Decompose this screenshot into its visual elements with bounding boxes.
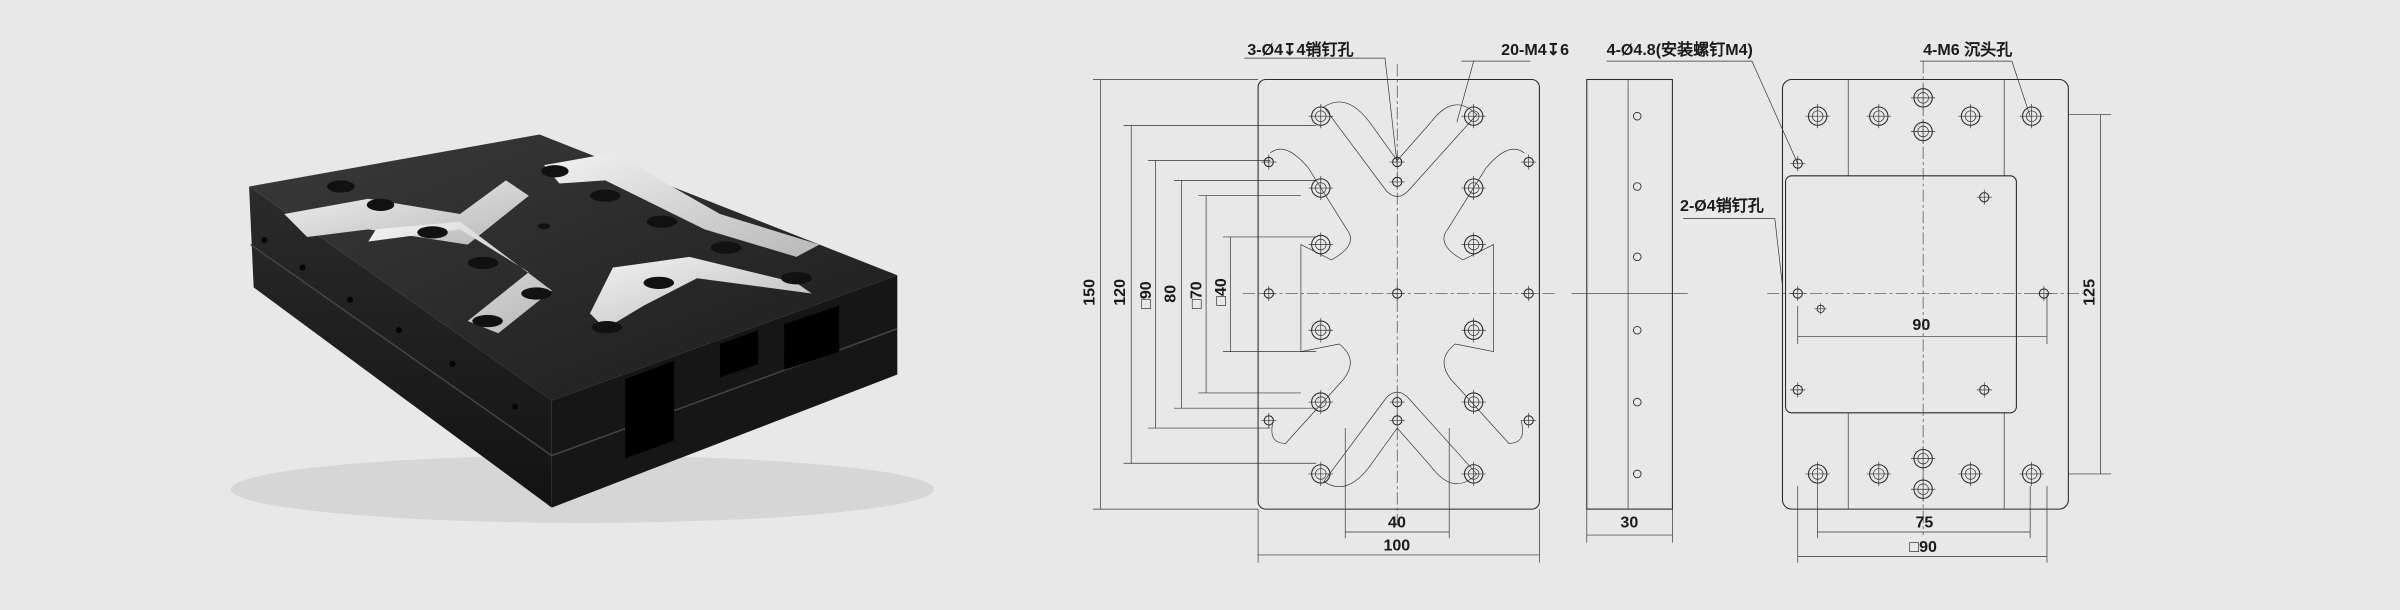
v-shaped-plates xyxy=(284,152,820,334)
front-view-drawing: 3-Ø4↧4销钉孔 20-M4↧6 150 120 □90 80 □70 □40… xyxy=(1081,40,1569,563)
carriage-split-line xyxy=(250,243,898,457)
callout-pin-holes: 3-Ø4↧4销钉孔 xyxy=(1247,40,1353,59)
dim-125: 125 xyxy=(2080,279,2098,306)
dim-sq40: □40 xyxy=(1212,278,1230,306)
pin-holes xyxy=(1261,154,1537,429)
dim-120: 120 xyxy=(1111,279,1129,306)
callout-threaded-holes: 20-M4↧6 xyxy=(1501,41,1569,59)
top-face xyxy=(249,134,898,401)
connector-ports xyxy=(625,305,840,459)
stage-3d-render xyxy=(230,134,934,523)
v-plate-outlines xyxy=(1270,101,1525,487)
bottom-dimension-lines xyxy=(1606,60,2112,563)
dim-90: 90 xyxy=(1912,316,1930,334)
dim-40: 40 xyxy=(1388,513,1406,531)
inner-plate xyxy=(1785,175,2017,414)
dim-80: 80 xyxy=(1162,285,1180,303)
left-face xyxy=(249,186,552,508)
callout-mount-holes: 4-Ø4.8(安装螺钉M4) xyxy=(1607,40,1753,59)
bottom-view-drawing: 4-Ø4.8(安装螺钉M4) 4-M6 沉头孔 2-Ø4销钉孔 90 125 7… xyxy=(1607,40,2112,563)
dim-150: 150 xyxy=(1081,279,1099,306)
side-view-drawing: 30 xyxy=(1571,78,1688,543)
dim-100: 100 xyxy=(1383,536,1410,554)
callout-side-pin-holes: 2-Ø4销钉孔 xyxy=(1680,196,1764,215)
dim-sq70: □70 xyxy=(1188,281,1206,309)
callout-counterbore-holes: 4-M6 沉头孔 xyxy=(1923,40,2012,59)
dim-75: 75 xyxy=(1915,513,1933,531)
dimension-lines xyxy=(1092,57,1540,563)
dim-30: 30 xyxy=(1620,513,1638,531)
plate-holes xyxy=(327,165,812,334)
side-screws xyxy=(261,236,519,410)
dim-sq90: □90 xyxy=(1137,281,1155,309)
dim-sq90-bottom: □90 xyxy=(1909,538,1937,556)
